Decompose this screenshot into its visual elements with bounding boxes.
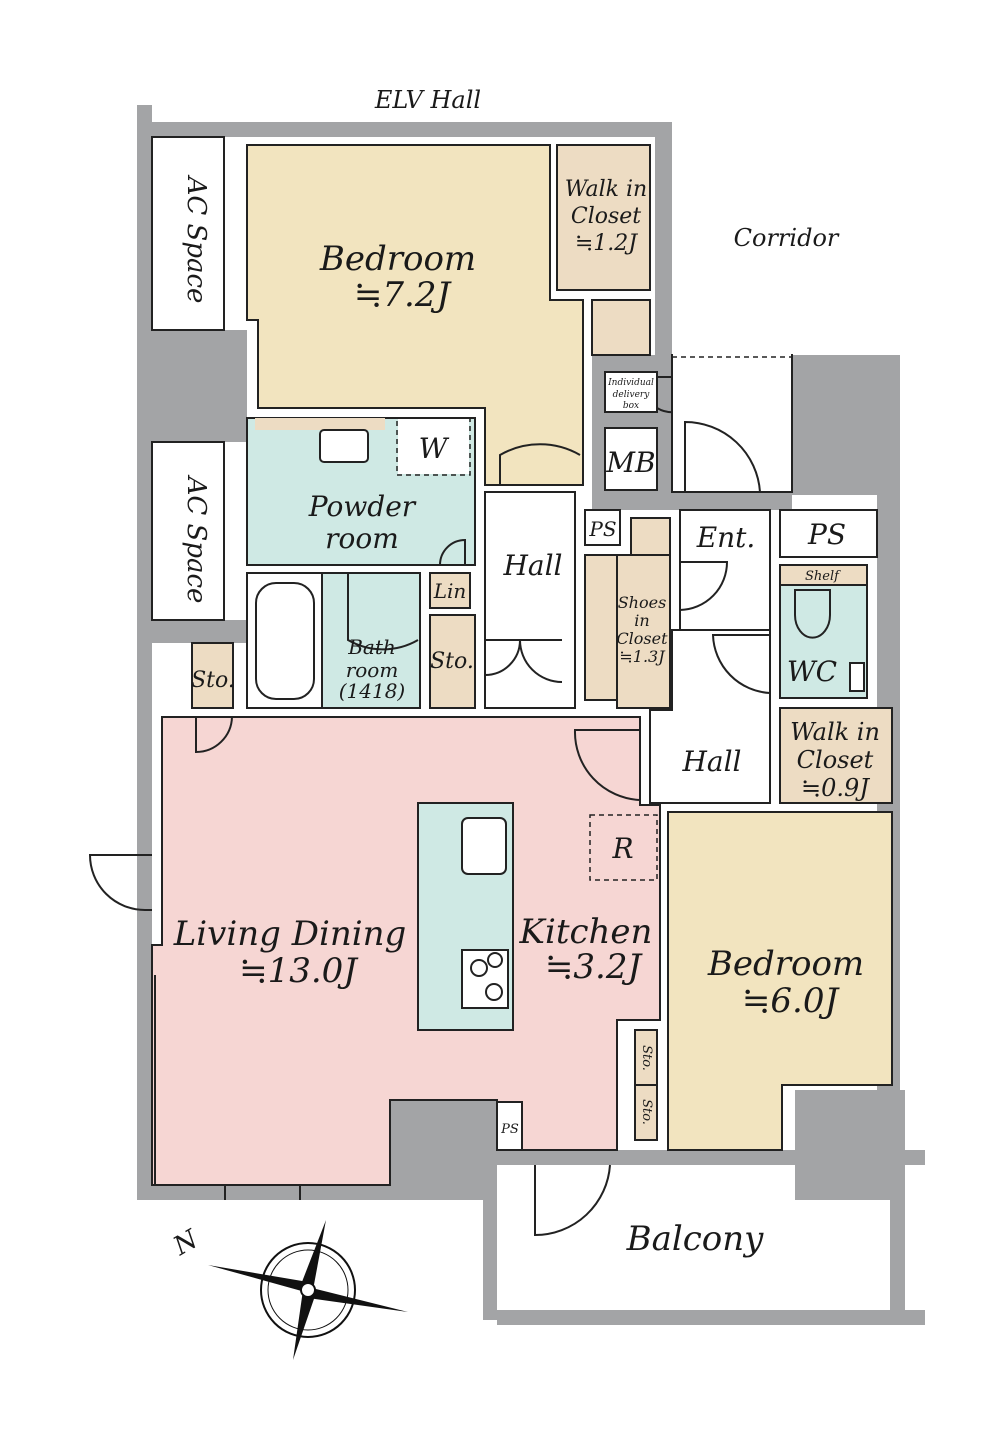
bath-size: (1418) (339, 679, 406, 703)
balcony-label: Balcony (626, 1219, 765, 1259)
living-label: Living Dining (173, 914, 407, 954)
bedroom-1-label: Bedroom (319, 239, 476, 279)
alcove-open (673, 352, 791, 358)
storage-kitchen-2 (634, 1084, 658, 1141)
door-storage[interactable] (484, 639, 563, 683)
entrance (679, 509, 771, 631)
washer-label: W (419, 432, 450, 465)
toilet-icon (794, 589, 831, 639)
wic1-line2: Closet (571, 204, 641, 229)
shoes-closet-left (584, 554, 618, 701)
bath-line1: Bath (347, 635, 396, 659)
lin-label: Lin (433, 579, 467, 603)
bedroom-2-size: ≒6.0J (742, 981, 841, 1021)
shelf (779, 564, 868, 586)
front-door[interactable] (684, 420, 761, 493)
ps-right-label: PS (807, 518, 846, 551)
burner-icon (487, 952, 503, 968)
washer-outline (396, 417, 471, 476)
windows (154, 975, 301, 1200)
delivery-line2: delivery (613, 390, 651, 400)
shoes-closet-top (630, 517, 671, 556)
hall-1 (484, 491, 576, 709)
kitchen-size: ≒3.2J (545, 947, 644, 987)
sto-left-label: Sto. (191, 668, 235, 693)
shelf-label: Shelf (805, 569, 841, 584)
sto-k2-label: Sto. (639, 1099, 654, 1125)
wic2-line2: Closet (797, 746, 874, 774)
delivery-box (604, 371, 658, 413)
refrigerator-space (589, 814, 658, 881)
wc-sink-icon (849, 662, 865, 692)
ac-space-label-top: AC Space (181, 175, 211, 304)
entrance-alcove (671, 354, 793, 493)
sto-bath-label: Sto. (430, 649, 474, 674)
ac-space-label-bottom: AC Space (181, 475, 211, 604)
ps-bottom-label: PS (500, 1122, 519, 1137)
walk-in-closet-2 (779, 707, 893, 804)
mb-label: MB (605, 446, 655, 479)
refrigerator-label: R (611, 832, 633, 865)
bathtub-icon (255, 582, 315, 700)
ps-small (584, 509, 621, 546)
linen-closet (429, 572, 471, 609)
counter (255, 418, 385, 430)
wc-label: WC (787, 655, 837, 688)
wic2-line1: Walk in (790, 718, 880, 746)
elv-hall-label: ELV Hall (374, 86, 481, 114)
bath-line2: room (346, 658, 399, 682)
walls (137, 105, 925, 1325)
sto-k1-label: Sto. (639, 1045, 654, 1071)
ps-right (779, 509, 878, 558)
burner-icon (470, 959, 488, 977)
powder-line2: room (325, 522, 399, 555)
door-balcony[interactable] (534, 1164, 611, 1237)
kitchen-label: Kitchen (519, 912, 653, 952)
living-size: ≒13.0J (239, 951, 359, 991)
washer-bg (398, 419, 469, 474)
bedroom-1 (246, 144, 584, 486)
door-bath[interactable] (347, 573, 419, 651)
wic2-size: ≒0.9J (801, 774, 870, 802)
hall-2 (649, 629, 771, 804)
door-shoes[interactable] (679, 561, 729, 611)
wic1-size: ≒1.2J (575, 231, 638, 256)
shoes-line3: Closet (616, 629, 668, 648)
north-label: N (168, 1224, 205, 1262)
door-wc[interactable] (711, 634, 771, 694)
ac-space-bottom (151, 441, 225, 621)
ac-space-top (151, 136, 225, 331)
door-powder[interactable] (439, 538, 466, 566)
shoes-size: ≒1.3J (619, 647, 666, 666)
compass-icon (208, 1220, 408, 1360)
delivery-line1: Individual (607, 378, 654, 388)
shoes-line1: Shoes (618, 593, 667, 612)
shoes-line2: in (634, 611, 649, 630)
corridor-label: Corridor (734, 224, 840, 252)
burner-icon (485, 983, 503, 1001)
wic1-line1: Walk in (565, 177, 647, 202)
door-living-side[interactable] (88, 854, 152, 911)
bedroom-1-size: ≒7.2J (354, 275, 453, 315)
entrance-label: Ent. (696, 521, 756, 554)
storage-bath (429, 614, 476, 709)
door-sto-left[interactable] (195, 716, 233, 754)
meter-box (604, 427, 658, 491)
ps-small-label: PS (588, 517, 616, 541)
bedroom-2-label: Bedroom (707, 944, 864, 984)
sink-icon (319, 429, 369, 463)
door-living[interactable] (573, 729, 641, 801)
storage-left (191, 642, 234, 709)
closet-box (591, 299, 651, 356)
door-bedroom-1[interactable] (499, 443, 581, 485)
hall-1-label: Hall (502, 549, 562, 582)
hall-2-label: Hall (681, 745, 741, 778)
ps-bottom (496, 1101, 523, 1151)
powder-line1: Powder (308, 490, 417, 523)
kitchen-sink-icon (461, 817, 507, 875)
delivery-line3: box (623, 401, 639, 411)
bedroom-2 (667, 811, 893, 1151)
walk-in-closet-1 (556, 144, 651, 291)
